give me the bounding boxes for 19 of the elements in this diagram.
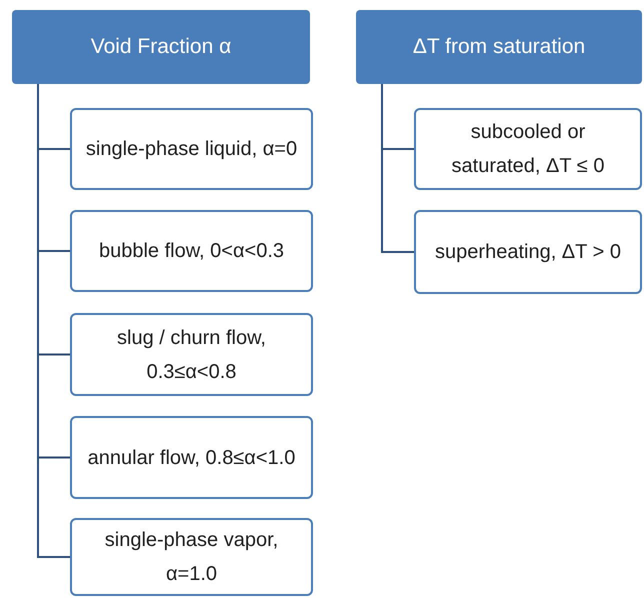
header-box: [356, 10, 642, 84]
category-box: [70, 313, 313, 396]
category-box: [414, 108, 642, 190]
category-box: [70, 416, 313, 499]
box-label: bubble flow, 0<α<0.3: [98, 239, 284, 264]
category-box: [70, 108, 313, 190]
box-label: single-phase vapor, α=1.0: [104, 528, 280, 587]
category-box: [70, 518, 313, 596]
category-box: [70, 210, 313, 292]
box-label: slug / churn flow, 0.3≤α<0.8: [116, 326, 267, 384]
box-label: Void Fraction α: [90, 34, 232, 60]
category-box: [414, 210, 642, 294]
connector-line: [381, 84, 414, 253]
box-label: annular flow, 0.8≤α<1.0: [88, 446, 296, 470]
box-label: subcooled or saturated, ΔT ≤ 0: [450, 120, 606, 179]
header-box: [12, 10, 310, 84]
box-label: ΔT from saturation: [412, 34, 586, 60]
box-label: single-phase liquid, α=0: [86, 137, 298, 162]
box-label: superheating, ΔT > 0: [435, 240, 621, 265]
